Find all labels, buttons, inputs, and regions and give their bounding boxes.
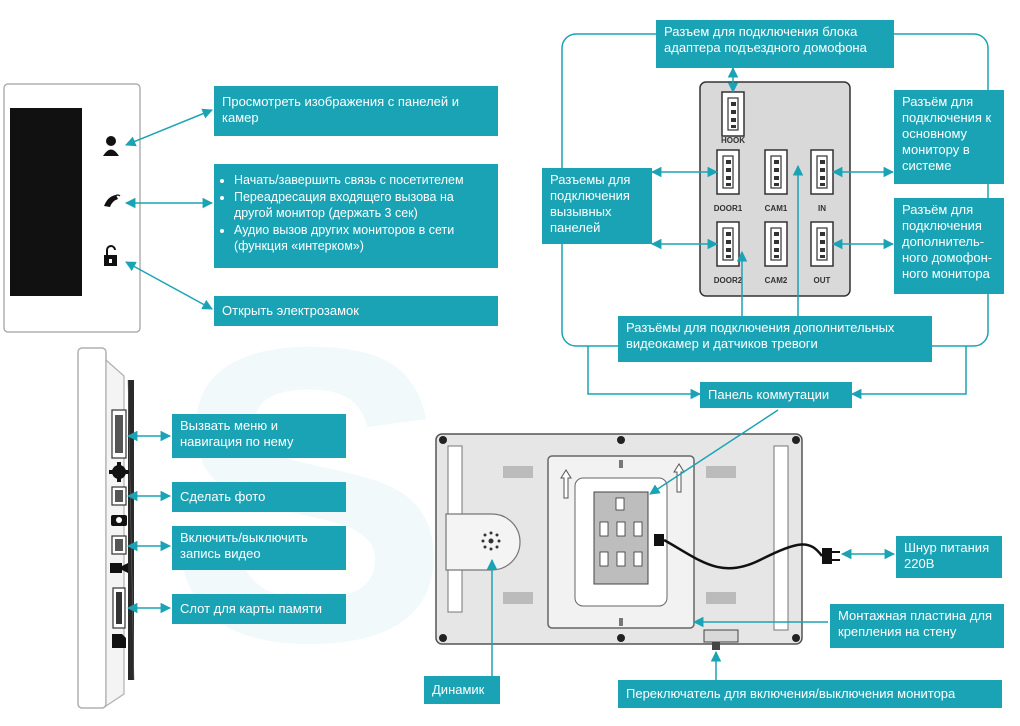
memory-slot-icon: [112, 587, 126, 629]
connector-label-door2: DOOR2: [714, 276, 743, 285]
gear-icon: [109, 462, 129, 482]
camera-icon: [111, 515, 127, 526]
user-icon: [103, 136, 119, 156]
monitor-side: [77, 347, 135, 709]
video-button-icon: [111, 535, 127, 555]
label-speaker-text: Динамик: [432, 682, 485, 697]
label-call-panels-text: Разъемы для подключения вызывных панелей: [550, 172, 631, 235]
label-mount-plate-text: Монтажная пластина для крепления на стен…: [838, 608, 992, 639]
label-cameras-alarms-text: Разъёмы для подключения дополнительных в…: [626, 320, 895, 351]
label-memory-slot: Слот для карты памяти: [172, 594, 346, 624]
label-extra-monitor-text: Разъём для подключения дополнитель-ного …: [902, 202, 993, 281]
label-call-panels: Разъемы для подключения вызывных панелей: [542, 168, 652, 244]
label-main-monitor: Разъём для подключения к основному монит…: [894, 90, 1004, 184]
connector-label-in: IN: [818, 204, 826, 213]
connector-label-door1: DOOR1: [714, 204, 743, 213]
connector-cam2: [764, 221, 788, 267]
monitor-front: [3, 83, 141, 333]
call-functions-list: Начать/завершить связь с посетителем Пер…: [222, 172, 490, 254]
unlock-icon: [104, 245, 117, 266]
menu-wheel-icon: [111, 409, 127, 459]
label-view-images-text: Просмотреть изображения с панелей и каме…: [222, 94, 460, 125]
label-open-lock-text: Открыть электрозамок: [222, 303, 359, 318]
connector-label-cam1: CAM1: [765, 204, 788, 213]
label-power-switch-text: Переключатель для включения/выключения м…: [626, 686, 956, 701]
connector-hook: [721, 91, 745, 137]
label-extra-monitor: Разъём для подключения дополнитель-ного …: [894, 198, 1004, 294]
connector-in: [810, 149, 834, 195]
photo-button-icon: [111, 486, 127, 506]
speaker-cover: [445, 513, 521, 571]
label-speaker: Динамик: [424, 676, 500, 704]
label-video-text: Включить/выключить запись видео: [180, 530, 308, 561]
connector-door2: [716, 221, 740, 267]
call-item-start-end: Начать/завершить связь с посетителем: [234, 172, 490, 188]
label-menu: Вызвать меню и навигация по нему: [172, 414, 346, 458]
arrow-panel-right: [850, 346, 967, 400]
label-photo: Сделать фото: [172, 482, 346, 512]
label-power-switch: Переключатель для включения/выключения м…: [618, 680, 1002, 708]
label-call-functions: Начать/завершить связь с посетителем Пер…: [214, 164, 498, 268]
label-main-monitor-text: Разъём для подключения к основному монит…: [902, 94, 992, 173]
connector-door1: [716, 149, 740, 195]
label-menu-text: Вызвать меню и навигация по нему: [180, 418, 294, 449]
label-adapter: Разъем для подключения блока адаптера по…: [656, 20, 894, 68]
label-photo-text: Сделать фото: [180, 489, 266, 504]
label-mount-plate: Монтажная пластина для крепления на стен…: [830, 604, 1004, 648]
arrow-panel-left: [587, 346, 702, 400]
video-camera-icon: [110, 563, 128, 573]
front-arrow-lock: [125, 261, 213, 310]
arrow-mini-panel: [649, 409, 779, 495]
label-power-cord: Шнур питания 220В: [896, 536, 1002, 578]
power-cord: [654, 534, 840, 570]
label-adapter-text: Разъем для подключения блока адаптера по…: [664, 24, 867, 55]
label-switch-panel-text: Панель коммутации: [708, 387, 830, 402]
label-view-images: Просмотреть изображения с панелей и каме…: [214, 86, 498, 136]
connector-cam1: [764, 149, 788, 195]
label-open-lock: Открыть электрозамок: [214, 296, 498, 326]
switch-panel-mini: [593, 491, 649, 585]
power-switch: [703, 629, 739, 650]
connector-label-cam2: CAM2: [765, 276, 788, 285]
call-item-intercom: Аудио вызов других мониторов в сети (фун…: [234, 222, 490, 254]
connector-out: [810, 221, 834, 267]
label-video: Включить/выключить запись видео: [172, 526, 346, 570]
label-cameras-alarms: Разъёмы для подключения дополнительных в…: [618, 316, 932, 362]
phone-icon: [104, 194, 121, 207]
label-power-cord-text: Шнур питания 220В: [904, 540, 990, 571]
label-memory-slot-text: Слот для карты памяти: [180, 601, 322, 616]
connector-label-hook: HOOK: [721, 136, 745, 145]
front-arrow-view: [125, 108, 213, 147]
label-switch-panel: Панель коммутации: [700, 382, 852, 408]
call-item-forward: Переадресация входящего вызова на другой…: [234, 189, 490, 221]
sd-card-icon: [112, 634, 126, 648]
connector-label-out: OUT: [814, 276, 831, 285]
